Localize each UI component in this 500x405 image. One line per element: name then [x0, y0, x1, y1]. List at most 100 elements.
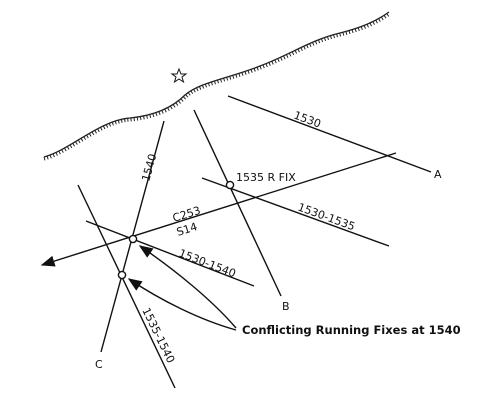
coastline-hatch	[366, 24, 369, 28]
coastline-hatch	[170, 105, 173, 110]
coastline-hatch	[58, 150, 61, 155]
coastline-hatch	[72, 143, 76, 147]
coastline-hatch	[274, 59, 277, 64]
coastline-hatch	[158, 111, 161, 116]
advanced-line-1530-1540	[85, 220, 255, 287]
label-1530-1535: 1530-1535	[296, 201, 357, 234]
annotation-arrow-lower	[127, 278, 237, 331]
endpoint-b-label: B	[282, 300, 290, 313]
coastline-hatch	[136, 117, 139, 121]
coastline-hatch	[294, 50, 298, 54]
coastline-hatch	[235, 74, 238, 78]
label-speed: S14	[175, 220, 199, 239]
course-line	[40, 152, 397, 267]
coastline-hatch	[303, 46, 306, 50]
coastline-hatch	[139, 116, 142, 121]
coastline-hatch	[351, 29, 354, 34]
coastline-hatch	[55, 152, 58, 156]
coastline-hatch	[43, 156, 46, 161]
coastline-hatch	[309, 43, 312, 47]
coastline-hatch	[354, 28, 357, 33]
coastline-hatch	[198, 86, 202, 90]
coastline-hatch	[256, 66, 259, 71]
coastline-hatch	[187, 92, 191, 96]
coastline-hatch	[124, 118, 126, 123]
coastline	[43, 11, 390, 161]
coastline-hatch	[111, 121, 114, 126]
coastline-hatch	[146, 115, 148, 119]
coastline-hatch	[253, 68, 256, 72]
coastline-hatch	[105, 124, 109, 128]
coastline-hatch	[277, 58, 280, 63]
coastline-hatch	[363, 25, 366, 29]
coastline-hatch	[323, 37, 327, 42]
coastline-hatch	[178, 100, 181, 104]
coastline-hatch	[329, 35, 332, 40]
coastline-hatch	[259, 65, 262, 70]
coastline-hatch	[241, 72, 244, 76]
label-1540: 1540	[139, 152, 159, 182]
coastline-hatch	[167, 107, 170, 111]
coastline-hatch	[280, 57, 283, 61]
coastline-hatch	[117, 119, 120, 124]
coastline-hatch	[339, 32, 342, 37]
coastline-hatch	[210, 81, 213, 86]
label-1535-r-fix: 1535 R FIX	[236, 171, 296, 184]
coastline-hatch	[229, 76, 232, 80]
coastline-hatch	[49, 154, 52, 159]
coastline-hatch	[232, 75, 235, 79]
coastline-hatch	[288, 52, 292, 57]
coastline-hatch	[196, 87, 199, 92]
coastline-hatch	[238, 73, 241, 77]
coastline-hatch	[102, 125, 106, 130]
coastline-hatch	[52, 153, 55, 158]
coastline-hatch	[172, 104, 176, 108]
coastline-hatch	[114, 120, 117, 125]
coastline-hatch	[77, 139, 81, 144]
coastline-hatch	[190, 90, 194, 95]
advanced-line-1530-1535	[201, 177, 390, 247]
coastline-hatch	[69, 144, 73, 149]
coastline-hatch	[375, 19, 378, 24]
coastline-hatch	[207, 82, 210, 87]
label-1535-1540: 1535-1540	[139, 306, 177, 366]
coastline-hatch	[286, 54, 289, 58]
line-of-position-a	[227, 95, 432, 173]
running-fix-1535-marker	[225, 180, 235, 190]
coastline-hatch	[226, 76, 229, 81]
label-1530: 1530	[292, 109, 323, 131]
coastline-hatch	[100, 127, 103, 131]
coastline-hatch	[378, 18, 381, 22]
coastline-hatch	[83, 136, 86, 140]
coastline-hatch	[180, 98, 184, 102]
coastline-hatch	[348, 30, 351, 35]
coastline-hatch	[201, 85, 205, 89]
coastline-hatch	[271, 61, 274, 65]
running-fix-1540-upper-marker	[128, 234, 138, 244]
coastline-hatch	[342, 32, 345, 36]
coastline-hatch	[262, 64, 265, 69]
coastline-hatch	[360, 26, 363, 31]
advanced-line-1535-1540	[77, 184, 176, 389]
coastline-hatch	[265, 63, 268, 68]
coastline-hatch	[357, 27, 360, 32]
coastline-hatch	[314, 40, 318, 45]
annotation-text: Conflicting Running Fixes at 1540	[242, 323, 461, 337]
coastline-hatch	[164, 108, 167, 113]
coastline-hatch	[223, 77, 226, 82]
coastline-hatch	[306, 44, 309, 49]
coastline-hatch	[185, 94, 189, 98]
label-course: C253	[171, 204, 202, 225]
coastline-hatch	[213, 80, 216, 85]
coastline-hatch	[66, 146, 70, 150]
coastline-hatch	[386, 13, 390, 17]
coastline-hatch	[297, 48, 300, 53]
coastline-hatch	[320, 38, 324, 43]
coastline-hatch	[108, 123, 112, 127]
coastline-hatch	[80, 138, 84, 142]
coastline-hatch	[175, 102, 179, 106]
coastline-hatch	[380, 16, 384, 21]
coastline-hatch	[247, 70, 250, 74]
coastline-hatch	[64, 147, 67, 152]
